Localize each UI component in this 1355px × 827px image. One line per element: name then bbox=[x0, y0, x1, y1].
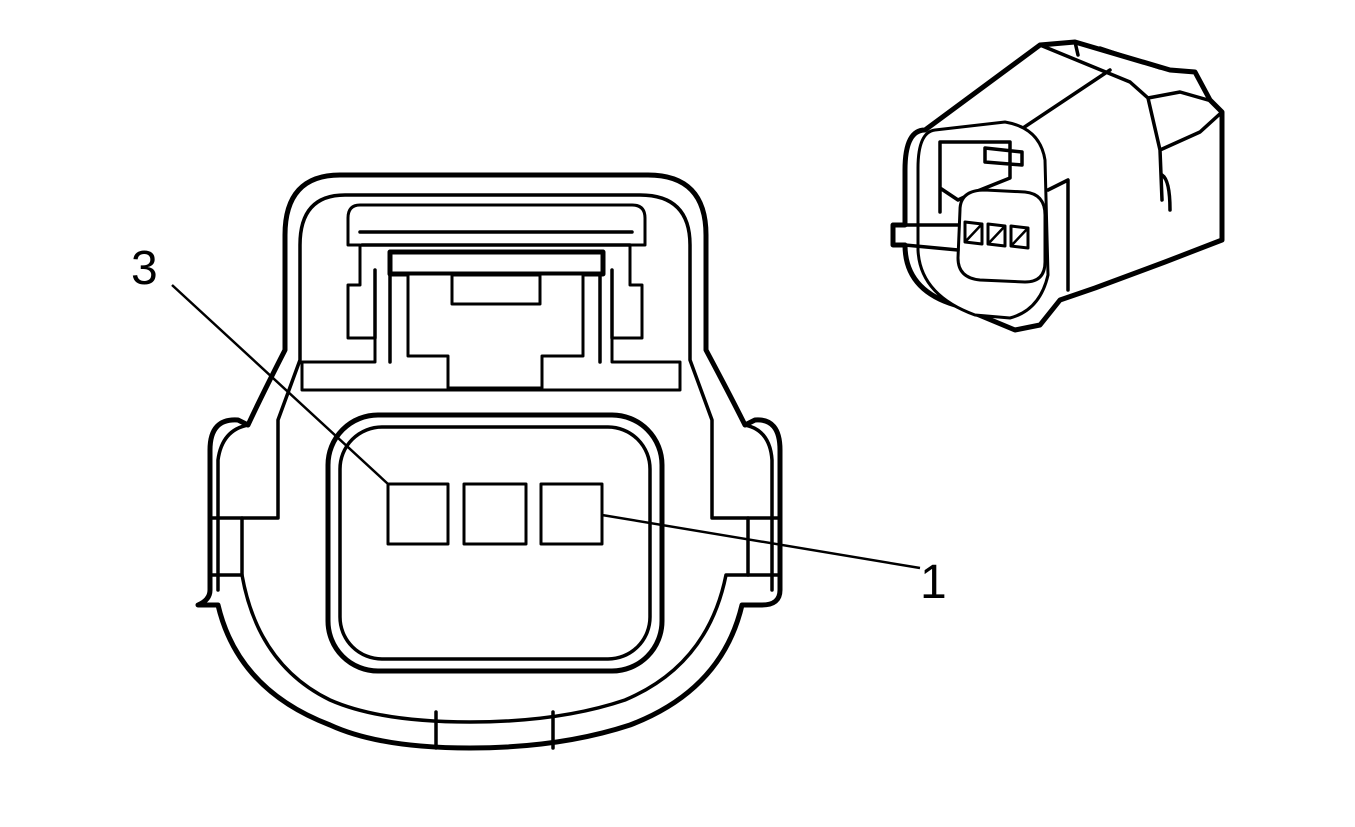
iso-top-ridges bbox=[1018, 40, 1224, 202]
pin-cavity-1 bbox=[539, 482, 604, 546]
latch-bar bbox=[387, 249, 606, 277]
latch-guides bbox=[373, 268, 614, 364]
bottom-key bbox=[434, 710, 555, 750]
iso-ears bbox=[903, 173, 1172, 292]
iso-pin-diagonals bbox=[964, 223, 1029, 247]
terminal-cavity-inner bbox=[338, 425, 652, 661]
leader-line-pin-1 bbox=[601, 513, 921, 570]
latch-top-bar bbox=[358, 230, 634, 247]
callout-pin-1: 1 bbox=[601, 513, 947, 609]
callout-pin-3: 3 bbox=[131, 242, 389, 485]
left-ear bbox=[210, 423, 250, 592]
connector-face-view bbox=[195, 172, 783, 751]
pin-cavity-3 bbox=[386, 482, 450, 546]
latch-tab bbox=[406, 272, 585, 390]
right-ear bbox=[743, 423, 780, 592]
callout-label-pin-3: 3 bbox=[131, 242, 158, 295]
pin-cavity-2 bbox=[462, 482, 528, 546]
connector-isometric-view bbox=[890, 39, 1225, 333]
callout-label-pin-1: 1 bbox=[920, 556, 947, 609]
leader-line-pin-3 bbox=[171, 284, 389, 485]
